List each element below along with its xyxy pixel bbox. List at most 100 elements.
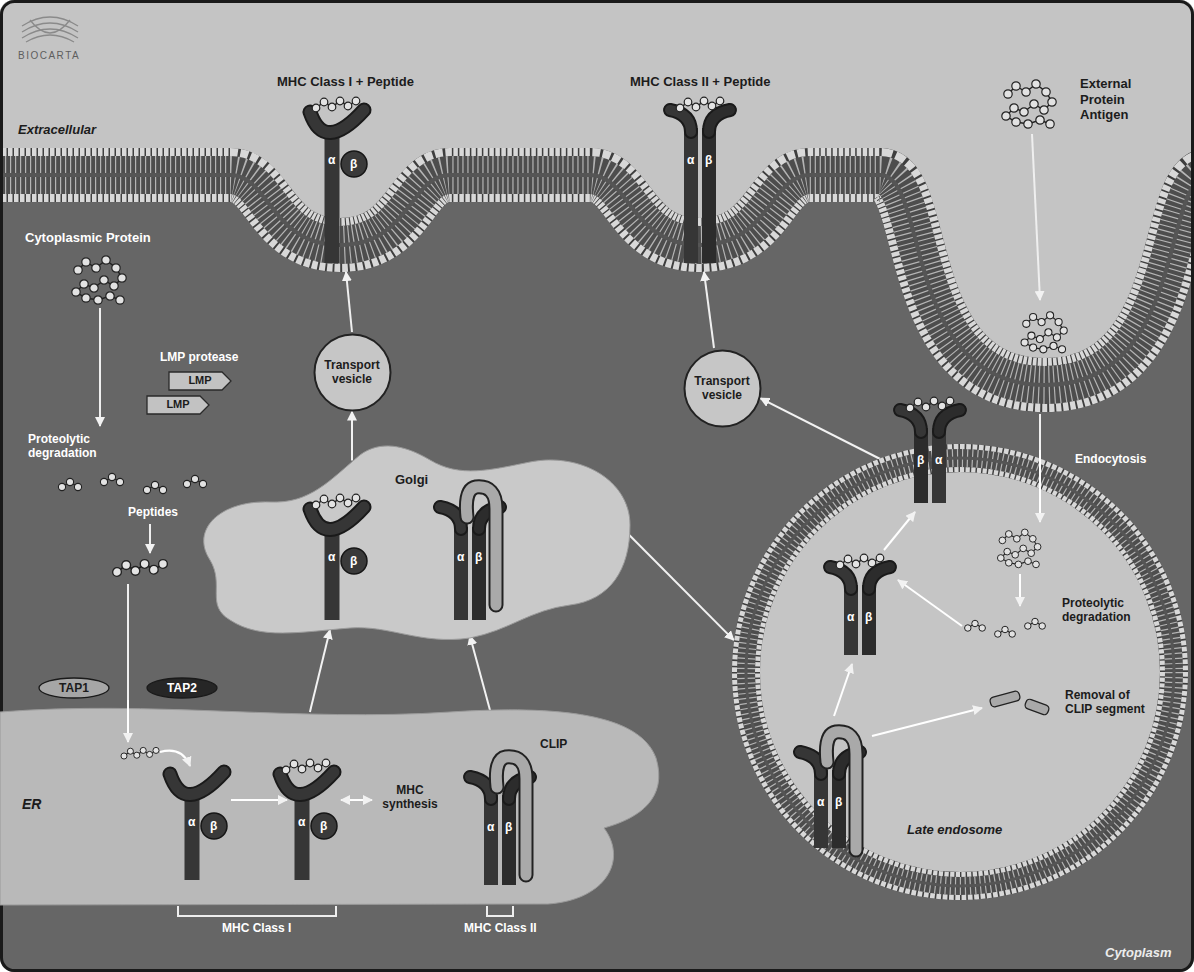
illustration-part [900, 410, 960, 432]
transport-vesicle: Transport vesicle [683, 349, 762, 428]
illustration-part [170, 772, 227, 839]
illustration-part [325, 528, 340, 620]
chain-letter: α [328, 550, 335, 564]
illustration-part [834, 664, 852, 716]
illustration-part [884, 512, 915, 550]
illustration-part [295, 790, 310, 880]
peptide-fragments [58, 473, 206, 493]
illustration-part [121, 747, 159, 759]
illustration-part [1019, 574, 1021, 606]
illustration-part [676, 97, 724, 112]
chain-letter: β [705, 153, 712, 167]
endoplasmic-reticulum: ER [0, 700, 665, 912]
tap-transporter: TAP1 [38, 677, 110, 699]
region-label: Extracellular [18, 122, 96, 138]
illustration-part [280, 772, 337, 839]
protease-tag: LMP [146, 395, 210, 415]
bracket-label: MHC Class I [222, 921, 291, 935]
endoplasmic-reticulum-outline [0, 700, 665, 912]
ellipse-shape [147, 678, 217, 698]
illustration-part [312, 494, 360, 509]
chain-letter: β [350, 554, 357, 568]
chain-letter: α [328, 153, 335, 167]
part-label: LMP protease [160, 350, 238, 364]
chain-letter: β [835, 795, 842, 809]
illustration-part [814, 770, 828, 848]
part-label: Peptides [128, 505, 178, 519]
node-text: Golgi [395, 472, 428, 488]
illustration-part [832, 770, 846, 848]
illustration-part [282, 759, 330, 774]
illustration-part [872, 708, 982, 736]
chain-letter: α [935, 453, 942, 467]
chain-letter: β [505, 820, 512, 834]
chain-letter: β [210, 819, 217, 833]
chain-letter: α [457, 550, 464, 564]
organelle-shape [204, 446, 630, 640]
chain-letter: α [188, 815, 195, 829]
bracket-label: MHC Class II [464, 921, 537, 935]
illustration-part [185, 790, 200, 880]
illustration-part [100, 473, 123, 485]
illustration-part [466, 487, 496, 605]
mhc-class-ii [670, 97, 730, 263]
golgi-contents [190, 440, 640, 645]
illustration-part [0, 175, 1194, 385]
membrane-ring [746, 458, 1174, 886]
illustration-part [997, 529, 1041, 568]
bracket [178, 906, 513, 916]
illustration-part [914, 428, 928, 503]
node-text: Transport vesicle [320, 358, 384, 387]
illustration-part [0, 175, 1194, 385]
tag-shape [169, 372, 231, 390]
golgi-body: Golgi [190, 440, 640, 645]
illustration-part [127, 584, 129, 714]
process-label: Removal of CLIP segment [1065, 688, 1157, 717]
circle-shape [684, 350, 760, 426]
process-label: Proteolytic degradation [1062, 596, 1142, 625]
circle-shape [314, 334, 390, 410]
late-endosome: Late endosome [732, 444, 1188, 900]
endosome-lumen [746, 458, 1174, 886]
membrane-ring [746, 458, 1174, 886]
chain-letter: β [865, 610, 872, 624]
peptide [113, 560, 168, 577]
golgi-body-outline [190, 440, 640, 645]
illustration-part [932, 428, 946, 503]
cytoplasmic-protein [72, 256, 126, 304]
logo-mark [22, 17, 78, 42]
node-text: Late endosome [907, 822, 1002, 838]
illustration-part [1039, 450, 1041, 522]
illustration-part [310, 507, 367, 574]
protein-antigen [1021, 312, 1067, 353]
membrane-ring [746, 458, 1174, 886]
chain-letter: α [817, 795, 824, 809]
illustration-part [1025, 618, 1046, 629]
illustration-part [341, 799, 372, 801]
er-contents [0, 700, 665, 912]
flow-arrow [310, 630, 330, 712]
node-text: LMP [188, 374, 211, 387]
illustration-part [325, 128, 340, 263]
illustration-part [670, 110, 730, 132]
illustration-part [183, 475, 206, 487]
part-label: Cytoplasmic Protein [25, 230, 151, 246]
heading-label: MHC Class II + Peptide [630, 74, 771, 90]
illustration-part [836, 554, 884, 569]
illustration-part [454, 527, 468, 620]
flow-arrow [351, 412, 353, 461]
illustration-part [149, 524, 151, 553]
chain-letter: β [475, 550, 482, 564]
illustration-part [127, 700, 129, 742]
region-label: Cytoplasm [1105, 945, 1171, 961]
illustration-part [30, 20, 70, 33]
illustration-part [704, 272, 714, 348]
illustration-part [484, 795, 498, 885]
illustration-part [99, 308, 101, 426]
illustration-part [160, 751, 190, 766]
node-text: TAP1 [59, 681, 89, 695]
illustration-part [502, 795, 516, 885]
protein-antigen [1002, 80, 1056, 128]
illustration-part [995, 626, 1016, 637]
